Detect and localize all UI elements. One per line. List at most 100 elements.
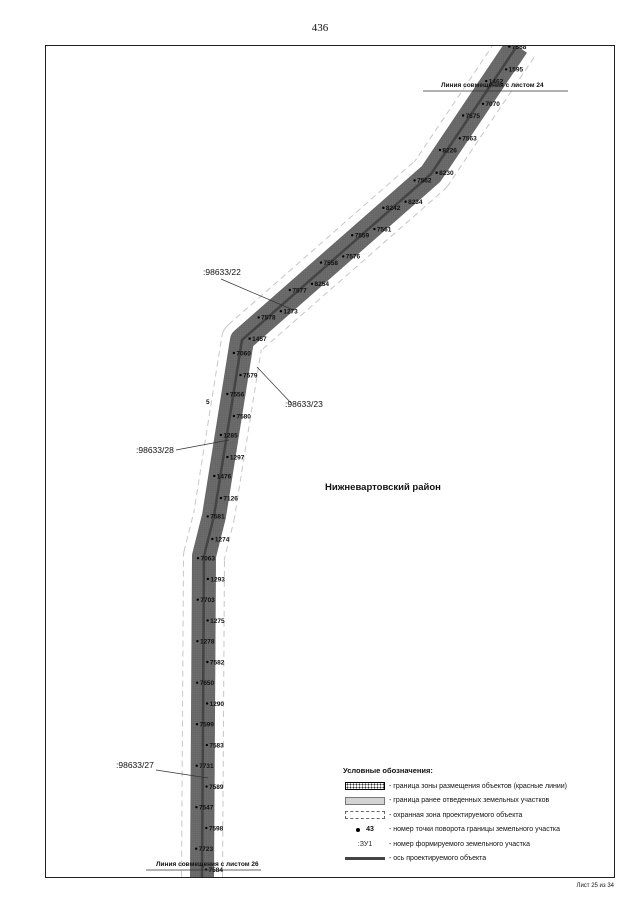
turn-point-label: 1293 [210, 576, 225, 583]
parcel-leader-line [220, 278, 292, 310]
legend-text-axis: - ось проектируемого объекта [389, 855, 487, 863]
parcel-leader-line [175, 439, 230, 451]
turn-point-dot [279, 310, 283, 313]
point-sample-number: 43 [366, 826, 374, 834]
turn-point-dot [206, 515, 209, 518]
turn-point-dot [196, 598, 199, 601]
turn-point-label: 7579 [243, 372, 258, 379]
turn-point-label: 7562 [417, 178, 432, 185]
turn-point-label: 7581 [210, 514, 225, 521]
turn-point-dot [373, 227, 376, 231]
legend-row-allotted: - граница ранее отведенных земельных уча… [343, 794, 613, 809]
turn-point-dot [461, 114, 465, 117]
axis-symbol [343, 854, 387, 864]
turn-point-dot [438, 148, 442, 152]
turn-point-label: 1278 [200, 638, 215, 645]
turn-point-label: 7063 [200, 555, 215, 562]
turn-point-label: 7060 [236, 350, 251, 357]
match-lines-layer: Линия совмещения с листом 24 Линия совме… [146, 82, 568, 871]
map-canvas: 7568159514627070757575638226823075628234… [116, 46, 568, 877]
turn-point-dot [458, 137, 462, 140]
turn-point-dot [205, 826, 208, 830]
turn-point-dot [504, 68, 508, 71]
legend-row-parcel-number: :ЗУ1 - номер формируемого земельного уча… [343, 837, 613, 852]
turn-point-dot [232, 414, 236, 418]
legend-title: Условные обозначения: [343, 766, 433, 775]
turn-point-label: 1273 [283, 309, 298, 316]
parcel-number-label: :98633/22 [203, 267, 241, 277]
turn-point-label: 7589 [209, 784, 224, 791]
legend-text-turn-point: - номер точки поворота границы земельног… [389, 826, 561, 834]
turn-point-label: 8242 [386, 205, 401, 212]
turn-point-label: 7563 [462, 136, 477, 143]
turn-point-dot [219, 496, 223, 500]
turn-point-label: 1462 [489, 78, 504, 85]
turn-point-dot [226, 392, 229, 396]
stray-label: 5 [206, 399, 210, 406]
allotted-parcels-symbol [343, 796, 387, 806]
turn-point-dot [196, 556, 200, 560]
legend-row-protected-zone: - охранная зона проектируемого объекта [343, 808, 613, 823]
protected-zone-outer [181, 46, 535, 877]
legend-text-protected-zone: - охранная зона проектируемого объекта [389, 811, 523, 819]
turn-point-label: 1290 [210, 701, 225, 708]
turn-point-dot [413, 179, 416, 182]
turn-point-label: 7723 [199, 846, 214, 853]
parcel-number-label: :98633/23 [285, 399, 323, 409]
allotment-boundary [190, 46, 527, 877]
turn-point-label: 7580 [236, 413, 251, 420]
turn-point-dot [248, 337, 251, 340]
turn-point-dot [310, 282, 314, 286]
turn-point-label: 7576 [346, 254, 361, 261]
turn-point-dot [206, 577, 210, 581]
turn-point-label: 1457 [252, 336, 267, 343]
turn-point-dot [342, 255, 345, 258]
turn-point-label: 7556 [230, 391, 245, 398]
parcel-number-label: :98633/28 [136, 445, 174, 455]
turn-point-label: 7575 [466, 113, 481, 120]
legend-row-axis: - ось проектируемого объекта [343, 852, 613, 867]
turn-point-dot [205, 743, 209, 747]
turn-point-dot [232, 351, 236, 355]
turn-point-dot [404, 200, 407, 203]
turn-point-dot [485, 79, 488, 83]
turn-point-label: 1297 [230, 454, 245, 461]
turn-point-dot [194, 847, 198, 850]
turn-point-label: 7583 [209, 742, 224, 749]
parcel-number-label: :98633/27 [116, 760, 154, 770]
turn-point-label: 1476 [217, 473, 232, 480]
turn-point-label: 7731 [199, 763, 214, 770]
turn-point-dot [195, 806, 198, 809]
turn-point-label: 8226 [442, 147, 457, 154]
turn-point-label: 7568 [512, 46, 527, 51]
turn-point-label: 8234 [408, 199, 423, 206]
district-label: Нижневартовский район [325, 482, 441, 493]
turn-point-dot [195, 764, 198, 767]
project-axis-line [200, 46, 519, 877]
turn-point-label: 7558 [324, 260, 339, 267]
point-dot-icon [356, 827, 361, 832]
turn-point-dot [288, 288, 292, 292]
turn-point-dot [196, 681, 199, 684]
turn-point-symbol: 43 [343, 825, 387, 835]
parcel-leaders-layer: :98633/22 :98633/23 :98633/28 :98633/27 [116, 267, 323, 779]
turn-point-dot [351, 234, 354, 237]
turn-point-dot [206, 619, 209, 622]
zu-sample-label: :ЗУ1 [357, 840, 373, 848]
turn-point-label: 7599 [199, 721, 214, 728]
parcel-leader-line [155, 769, 209, 779]
turn-point-label: 8230 [439, 170, 454, 177]
turn-point-label: 7126 [223, 495, 238, 502]
turn-point-dot [213, 474, 216, 478]
turn-point-label: 1595 [509, 67, 524, 74]
legend-text-red-lines: - граница зоны размещения объектов (крас… [389, 782, 568, 790]
legend-row-red-lines: - граница зоны размещения объектов (крас… [343, 779, 613, 794]
turn-point-dot [206, 660, 209, 664]
sheet-counter: Лист 25 из 34 [576, 883, 615, 889]
match-line-top-label: Линия совмещения с листом 24 [441, 82, 544, 89]
turn-point-label: 7598 [209, 825, 224, 832]
turn-point-dot [481, 102, 485, 106]
turn-point-label: 1274 [215, 536, 230, 543]
turn-point-label: 7547 [199, 805, 214, 812]
turn-point-dot [435, 171, 438, 174]
